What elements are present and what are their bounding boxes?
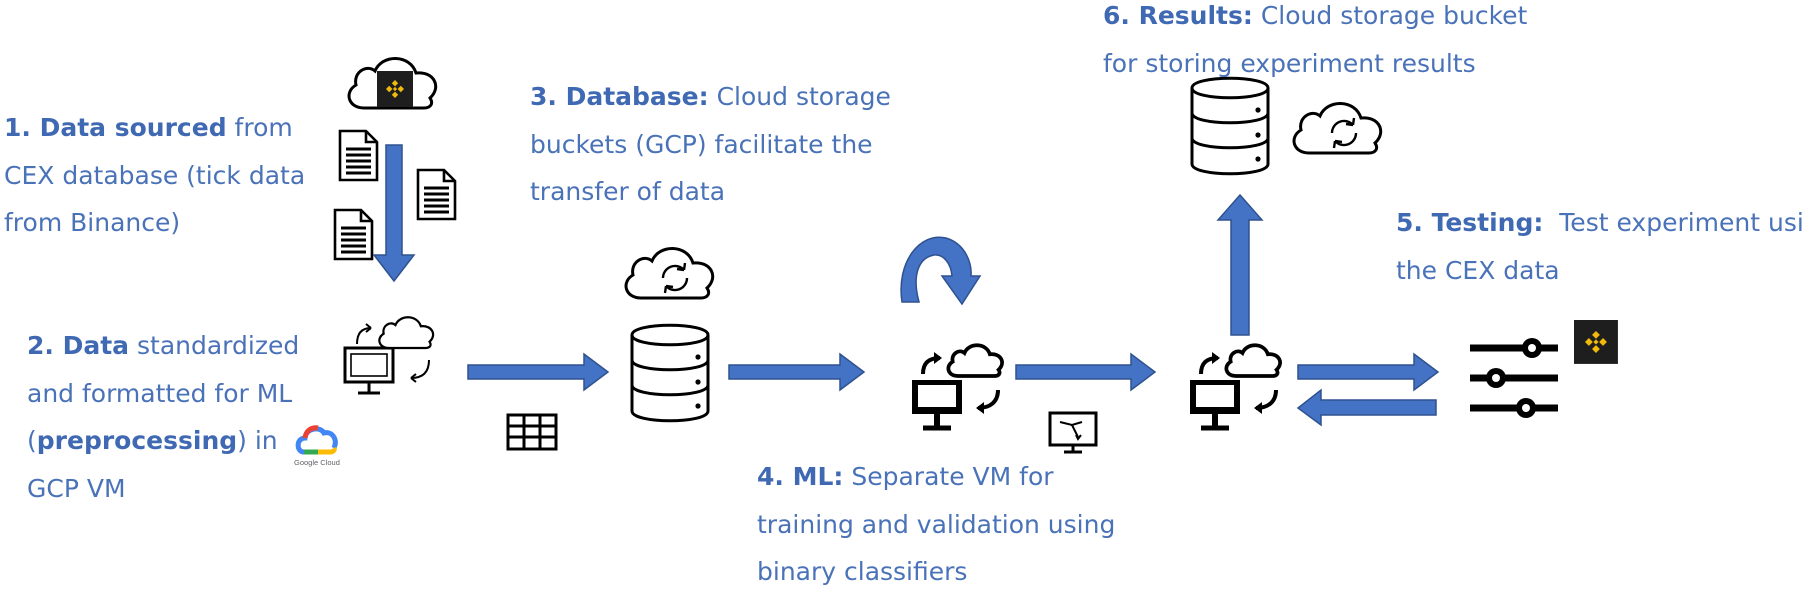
step-3-title: 3. Database: xyxy=(530,82,709,111)
step-1-text: CEX database (tick data xyxy=(4,160,306,190)
database-icon xyxy=(1190,76,1270,176)
step-4-text: Separate VM for xyxy=(843,462,1054,491)
step-5-title: 5. Testing: xyxy=(1396,208,1544,237)
flow-arrow-right xyxy=(728,352,866,392)
loop-arrow xyxy=(900,236,982,306)
step-2-text: GCP VM xyxy=(27,473,126,503)
storage-cloud-icon xyxy=(624,246,715,300)
step-1-caption: 1. Data sourced from CEX database (tick … xyxy=(4,104,305,247)
step-2-title: 2. Data xyxy=(27,331,130,360)
step-1-title: 1. Data sourced xyxy=(4,113,227,142)
step-5-text: the CEX data xyxy=(1396,255,1560,285)
ml-vm-icon xyxy=(912,345,1002,428)
step-4-title: 4. ML: xyxy=(757,462,844,491)
step-3-text: transfer of data xyxy=(530,177,726,206)
step-6-text: Cloud storage bucket xyxy=(1252,1,1528,30)
step-5-text: Test experiment using xyxy=(1559,208,1806,237)
binance-logo xyxy=(1574,320,1618,364)
step-2-text: standardized xyxy=(129,331,300,360)
binance-logo xyxy=(377,71,413,107)
database-icon xyxy=(630,323,710,423)
document-icon xyxy=(416,168,457,221)
step-4-caption: 4. ML: Separate VM for training and vali… xyxy=(757,453,1115,596)
flow-arrow-left xyxy=(1296,388,1437,427)
step-4-text: training and validation using xyxy=(757,509,1116,539)
step-6-text: for storing experiment results xyxy=(1103,48,1476,78)
step-3-text: Cloud storage xyxy=(708,82,891,111)
step-2-text: ) in xyxy=(237,426,278,455)
document-icon xyxy=(338,129,379,182)
step-2-text: ( xyxy=(27,426,37,455)
step-3-text: buckets (GCP) facilitate the xyxy=(530,129,873,159)
ml-model-icon xyxy=(1048,411,1098,454)
step-5-caption: 5. Testing: Test experiment using the CE… xyxy=(1396,199,1806,294)
flow-arrow-right xyxy=(467,352,610,392)
results-cloud-icon xyxy=(1292,101,1383,155)
flow-arrow-down xyxy=(372,144,416,283)
step-6-caption: 6. Results: Cloud storage bucket for sto… xyxy=(1103,0,1527,87)
step-4-text: binary classifiers xyxy=(757,557,968,586)
google-cloud-logo: Google Cloud xyxy=(294,425,340,467)
flow-arrow-up xyxy=(1216,193,1264,336)
preprocessing-vm-icon xyxy=(343,315,435,395)
table-grid-icon xyxy=(506,413,558,451)
step-1-text: from Binance) xyxy=(4,208,181,237)
flow-arrow-right xyxy=(1015,352,1157,392)
step-1-text: from xyxy=(226,113,293,142)
step-2-caption: 2. Data standardized and formatted for M… xyxy=(27,322,299,512)
step-6-title: 6. Results: xyxy=(1103,1,1253,30)
sliders-icon xyxy=(1470,338,1558,418)
flow-arrow-right xyxy=(1297,352,1440,392)
document-icon xyxy=(333,208,374,261)
google-cloud-label: Google Cloud xyxy=(294,458,340,467)
step-2-text: and formatted for ML xyxy=(27,378,293,408)
testing-vm-icon xyxy=(1190,345,1280,428)
step-3-caption: 3. Database: Cloud storage buckets (GCP)… xyxy=(530,73,891,216)
step-2-emphasis: preprocessing xyxy=(36,426,238,455)
